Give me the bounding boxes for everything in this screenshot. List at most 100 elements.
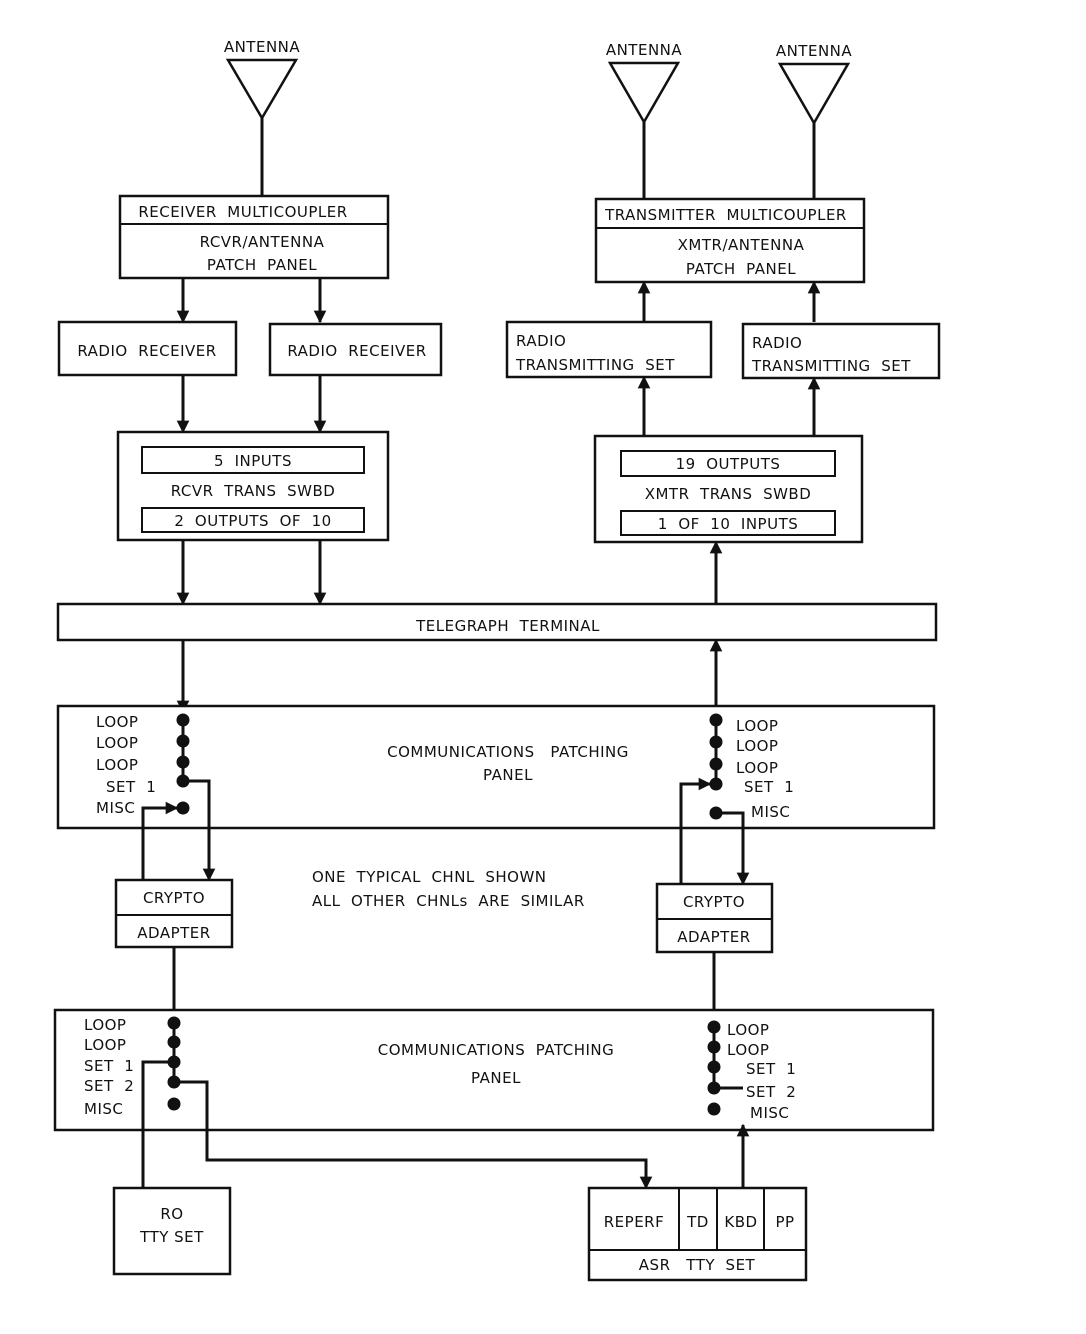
swbd-title: RCVR TRANS SWBD [171, 482, 336, 500]
antenna-icon [777, 62, 851, 126]
inputs-label: 1 OF 10 INPUTS [658, 515, 799, 533]
jack-dot [176, 713, 190, 727]
radio-receiver-label: RADIO RECEIVER [77, 342, 216, 360]
transmit-antenna-2: ANTENNA [776, 42, 853, 199]
reperf-cell: REPERF [604, 1213, 664, 1231]
jack-label: LOOP [736, 737, 778, 755]
crypto-adapter-left: CRYPTO ADAPTER [114, 878, 234, 949]
note-line: ALL OTHER CHNLs ARE SIMILAR [312, 892, 585, 910]
jack-dot [709, 777, 723, 791]
crypto-in-line [183, 779, 216, 882]
antenna-label: ANTENNA [606, 41, 683, 59]
jack-label: MISC [96, 799, 135, 817]
jack-dot [176, 734, 190, 748]
patch-panel-label: PATCH PANEL [686, 260, 796, 278]
outputs-label: 2 OUTPUTS OF 10 [174, 512, 331, 530]
note-line: ONE TYPICAL CHNL SHOWN [312, 868, 547, 886]
jack-label: LOOP [96, 756, 138, 774]
ro-tty-line [141, 1060, 174, 1188]
jack-dot [707, 1020, 721, 1034]
jack-dot [167, 1097, 181, 1111]
adapter-label: ADAPTER [677, 928, 750, 946]
inputs-label: 5 INPUTS [214, 452, 292, 470]
communications-patching-panel-1: COMMUNICATIONS PATCHING PANEL LOOP LOOP … [56, 704, 936, 830]
jack-dot [707, 1060, 721, 1074]
radio-transmitting-set-2: RADIO TRANSMITTING SET [741, 322, 941, 380]
adapter-label: ADAPTER [137, 924, 210, 942]
receiver-multicoupler-title: RECEIVER MULTICOUPLER [138, 203, 347, 221]
panel-title: PANEL [471, 1069, 521, 1087]
telegraph-terminal-label: TELEGRAPH TERMINAL [415, 617, 600, 635]
receiver-multicoupler: RECEIVER MULTICOUPLER RCVR/ANTENNA PATCH… [118, 194, 390, 280]
radio-transmitting-set-1: RADIO TRANSMITTING SET [505, 320, 713, 379]
radio-label: RADIO [516, 332, 566, 350]
swbd-title: XMTR TRANS SWBD [645, 485, 812, 503]
asr-tty-set-title: ASR TTY SET [639, 1256, 756, 1274]
rcvr-antenna-label: RCVR/ANTENNA [200, 233, 325, 251]
jack-label: MISC [84, 1100, 123, 1118]
crypto-out-line [141, 801, 179, 880]
jack-label: MISC [750, 1104, 789, 1122]
panel-title: PANEL [483, 766, 533, 784]
jack-label: SET 1 [84, 1057, 134, 1075]
reperf-line [174, 1080, 653, 1190]
panel-title: COMMUNICATIONS PATCHING [387, 743, 629, 761]
jack-dot [709, 713, 723, 727]
transmit-antenna-1: ANTENNA [606, 41, 683, 199]
jack-label: SET 1 [746, 1060, 796, 1078]
jack-label: MISC [751, 803, 790, 821]
panel-title: COMMUNICATIONS PATCHING [378, 1041, 615, 1059]
patch-panel-label: PATCH PANEL [207, 256, 317, 274]
jack-label: LOOP [727, 1021, 769, 1039]
jack-label: SET 1 [106, 778, 156, 796]
jack-label: SET 2 [746, 1083, 796, 1101]
jack-label: LOOP [84, 1036, 126, 1054]
antenna-label: ANTENNA [776, 42, 853, 60]
td-cell: TD [686, 1213, 709, 1231]
transmitting-set-label: TRANSMITTING SET [751, 357, 911, 375]
jack-label: LOOP [84, 1016, 126, 1034]
kbd-cell: KBD [724, 1213, 757, 1231]
jack-dot [176, 755, 190, 769]
crypto-out-line [679, 777, 712, 884]
jack-label: LOOP [736, 717, 778, 735]
telegraph-terminal: TELEGRAPH TERMINAL [56, 602, 938, 642]
radio-receiver-2: RADIO RECEIVER [268, 322, 443, 377]
radio-receiver-label: RADIO RECEIVER [287, 342, 426, 360]
jack-label: LOOP [727, 1041, 769, 1059]
xmtr-antenna-label: XMTR/ANTENNA [678, 236, 805, 254]
typical-channel-note: ONE TYPICAL CHNL SHOWN ALL OTHER CHNLs A… [312, 868, 585, 910]
communications-patching-panel-2: COMMUNICATIONS PATCHING PANEL LOOP LOOP … [53, 1008, 935, 1132]
rcvr-trans-switchboard: 5 INPUTS RCVR TRANS SWBD 2 OUTPUTS OF 10 [116, 430, 390, 542]
transmitting-set-label: TRANSMITTING SET [515, 356, 675, 374]
crypto-in-line [716, 811, 750, 886]
radio-receiver-1: RADIO RECEIVER [57, 320, 238, 377]
jack-dot [709, 757, 723, 771]
jack-dot [167, 1035, 181, 1049]
antenna-icon [225, 58, 299, 121]
outputs-label: 19 OUTPUTS [676, 455, 781, 473]
receive-antenna: ANTENNA [224, 38, 301, 196]
jack-label: SET 2 [84, 1077, 134, 1095]
jack-dot [167, 1016, 181, 1030]
tty-set-label: TTY SET [139, 1228, 204, 1246]
antenna-icon [607, 61, 681, 125]
jack-dot [707, 1102, 721, 1116]
jack-label: LOOP [736, 759, 778, 777]
pp-cell: PP [775, 1213, 794, 1231]
radio-label: RADIO [752, 334, 802, 352]
ro-tty-set: RO TTY SET [112, 1186, 232, 1276]
jack-dot [709, 735, 723, 749]
asr-tty-set: REPERF TD KBD PP ASR TTY SET [587, 1186, 808, 1282]
jack-dot [176, 801, 190, 815]
jack-label: SET 1 [744, 778, 794, 796]
transmitter-multicoupler-title: TRANSMITTER MULTICOUPLER [604, 206, 847, 224]
xmtr-trans-switchboard: 19 OUTPUTS XMTR TRANS SWBD 1 OF 10 INPUT… [593, 434, 864, 544]
jack-dot [707, 1040, 721, 1054]
crypto-label: CRYPTO [683, 893, 745, 911]
transmitter-multicoupler: TRANSMITTER MULTICOUPLER XMTR/ANTENNA PA… [594, 197, 866, 284]
crypto-adapter-right: CRYPTO ADAPTER [655, 882, 774, 954]
antenna-label: ANTENNA [224, 38, 301, 56]
crypto-label: CRYPTO [143, 889, 205, 907]
